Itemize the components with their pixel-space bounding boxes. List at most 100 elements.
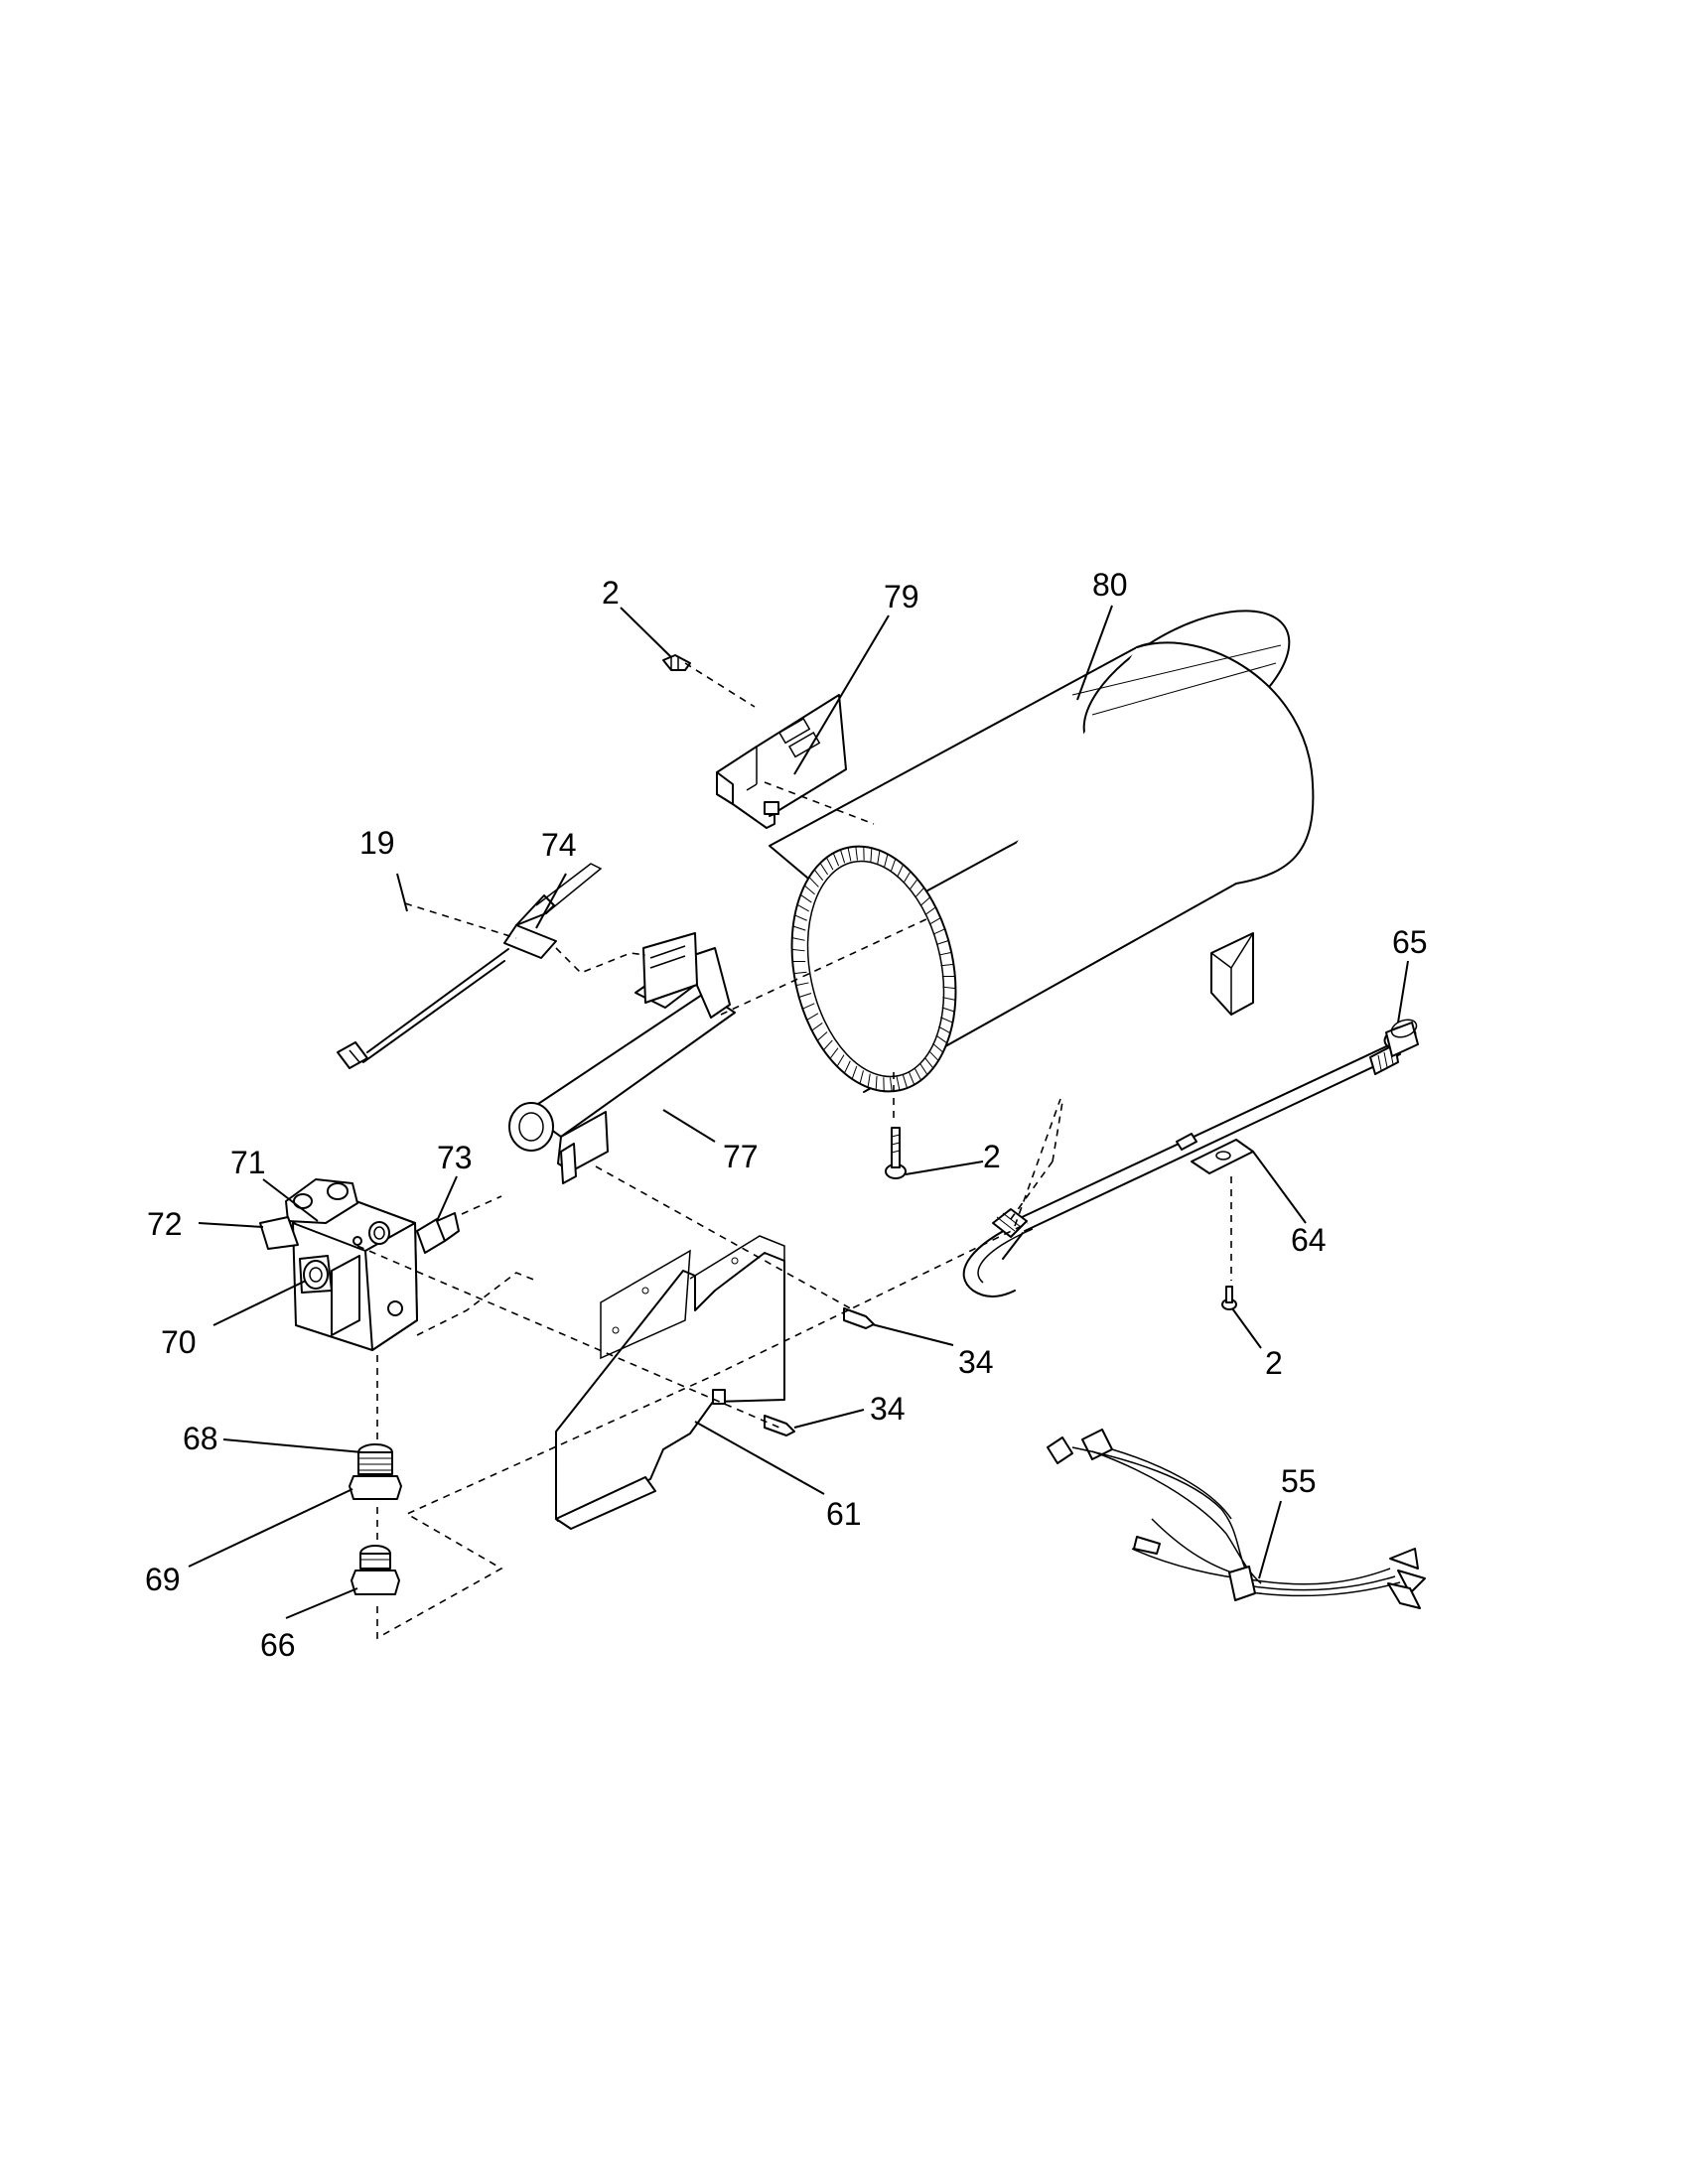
cylinder-rim-hatch bbox=[847, 847, 852, 862]
callout-2-top: 2 bbox=[602, 575, 620, 611]
cylinder-rim-hatch bbox=[823, 1039, 833, 1051]
cylinder-rim-hatch bbox=[877, 850, 881, 865]
cylinder-rim-hatch bbox=[923, 1056, 934, 1069]
cylinder-rim-hatch bbox=[811, 1023, 823, 1031]
part-77-burner bbox=[508, 932, 736, 1184]
part-80-combustion-chamber bbox=[769, 610, 1315, 1093]
callout-74: 74 bbox=[541, 827, 577, 863]
cylinder-rim-hatch bbox=[875, 1075, 878, 1090]
cylinder-rim-hatch bbox=[902, 1074, 909, 1089]
callout-66: 66 bbox=[260, 1627, 296, 1663]
cylinder-rim-hatch bbox=[798, 993, 812, 999]
cylinder-rim-hatch bbox=[932, 928, 945, 935]
cylinder-rim-hatch bbox=[867, 1073, 871, 1088]
cylinder-rim-hatch bbox=[832, 853, 840, 867]
cylinder-rim-hatch bbox=[938, 951, 952, 956]
cylinder-rim-hatch bbox=[793, 971, 807, 975]
cylinder-rim-hatch bbox=[859, 1070, 864, 1084]
cylinder-rim-hatch bbox=[918, 1062, 928, 1075]
cylinder-rim-hatch bbox=[843, 1060, 851, 1074]
part-2-screw-right bbox=[1221, 1286, 1237, 1310]
callout-19: 19 bbox=[359, 825, 395, 861]
part-34-screw-lower bbox=[764, 1415, 795, 1436]
cylinder-rim-hatch bbox=[903, 871, 912, 884]
leader-lines bbox=[188, 605, 1409, 1619]
cylinder-rim-hatch bbox=[813, 869, 824, 882]
cylinder-rim-hatch bbox=[800, 893, 812, 903]
callout-79: 79 bbox=[884, 579, 919, 614]
cylinder-rim-hatch bbox=[909, 879, 918, 890]
cylinder-rim-hatch bbox=[890, 858, 897, 873]
cylinder-rim-hatch bbox=[870, 848, 873, 863]
part-64-pipe bbox=[962, 1041, 1401, 1297]
callout-73: 73 bbox=[437, 1140, 473, 1175]
callout-61: 61 bbox=[826, 1496, 862, 1532]
callout-64: 64 bbox=[1291, 1222, 1327, 1258]
cylinder-rim-hatch bbox=[816, 1031, 828, 1041]
cylinder-rim-hatch bbox=[803, 885, 815, 895]
cylinder-rim-hatch bbox=[919, 896, 931, 906]
part-55-wiring-harness bbox=[1047, 1429, 1426, 1609]
callout-68: 68 bbox=[183, 1421, 218, 1456]
cylinder-rim-hatch bbox=[940, 963, 954, 967]
cylinder-rim-hatch bbox=[914, 887, 924, 898]
cylinder-rim-hatch bbox=[791, 948, 805, 952]
cylinder-rim-hatch bbox=[940, 1017, 953, 1024]
callout-labels: 2 79 80 19 74 65 71 73 77 2 72 64 70 34 … bbox=[145, 567, 1428, 1663]
cylinder-rim-hatch bbox=[836, 1054, 845, 1067]
callout-34-upper: 34 bbox=[958, 1344, 994, 1380]
cylinder-rim-hatch bbox=[935, 939, 949, 945]
callout-34-lower: 34 bbox=[870, 1391, 906, 1427]
callout-2-right: 2 bbox=[1265, 1345, 1283, 1381]
callout-71: 71 bbox=[230, 1145, 266, 1180]
callout-2-mid: 2 bbox=[983, 1139, 1001, 1174]
part-66-fitting bbox=[351, 1545, 400, 1595]
part-71-gas-valve bbox=[259, 1178, 460, 1351]
cylinder-rim-hatch bbox=[839, 849, 846, 864]
part-61-shield bbox=[555, 1235, 785, 1530]
cylinder-rim-hatch bbox=[928, 1050, 939, 1061]
cylinder-rim-hatch bbox=[890, 1077, 893, 1092]
cylinder-rim-hatch bbox=[896, 1076, 901, 1091]
cylinder-rim-hatch bbox=[791, 937, 805, 941]
cylinder-rim-hatch bbox=[938, 1025, 951, 1034]
callout-77: 77 bbox=[723, 1139, 759, 1174]
callout-70: 70 bbox=[161, 1324, 197, 1360]
cylinder-rim-hatch bbox=[897, 864, 905, 878]
cylinder-rim-hatch bbox=[806, 1013, 819, 1021]
part-2-screw-top bbox=[662, 654, 691, 671]
cylinder-rim-hatch bbox=[808, 877, 819, 887]
cylinder-rim-hatch bbox=[884, 854, 889, 868]
cylinder-rim-hatch bbox=[932, 1042, 944, 1053]
part-65-cap bbox=[1383, 1019, 1419, 1057]
part-74-electrode bbox=[337, 863, 603, 1069]
cylinder-rim-hatch bbox=[924, 906, 936, 915]
part-34-screw-upper bbox=[843, 1307, 875, 1329]
callout-69: 69 bbox=[145, 1562, 181, 1597]
cylinder-rim-hatch bbox=[825, 857, 834, 871]
callout-72: 72 bbox=[147, 1206, 183, 1242]
cylinder-rim-hatch bbox=[819, 863, 829, 876]
callout-65: 65 bbox=[1392, 924, 1428, 960]
cylinder-rim-hatch bbox=[792, 925, 806, 931]
alignment-lines bbox=[356, 662, 1232, 1640]
cylinder-rim-hatch bbox=[908, 1071, 915, 1085]
cylinder-rim-hatch bbox=[829, 1047, 839, 1059]
callout-80: 80 bbox=[1092, 567, 1128, 603]
cylinder-rim-hatch bbox=[855, 846, 858, 861]
callout-55: 55 bbox=[1281, 1463, 1317, 1499]
cylinder-rim-hatch bbox=[928, 917, 941, 925]
cylinder-rim-hatch bbox=[851, 1065, 858, 1080]
cylinder-rim-hatch bbox=[942, 986, 956, 990]
cylinder-rim-hatch bbox=[941, 1007, 955, 1013]
cylinder-rim-hatch bbox=[795, 982, 809, 987]
cylinder-rim-hatch bbox=[942, 997, 956, 1001]
part-79-bracket bbox=[716, 694, 847, 829]
cylinder-rim-hatch bbox=[935, 1034, 947, 1044]
cylinder-rim-hatch bbox=[796, 903, 809, 912]
cylinder-rim-hatch bbox=[914, 1067, 922, 1081]
cylinder-rim-hatch bbox=[802, 1003, 815, 1010]
cylinder-rim-hatch bbox=[794, 914, 807, 921]
part-2-screw-mid bbox=[885, 1127, 907, 1179]
